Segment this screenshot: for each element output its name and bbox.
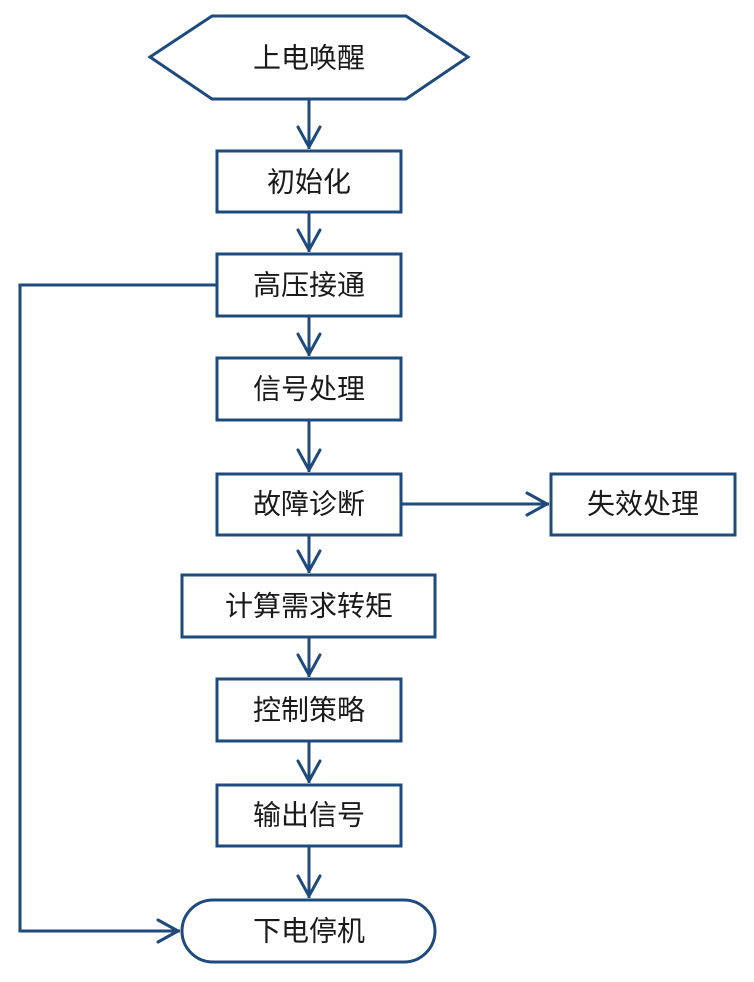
- terminal-shape: [180, 898, 437, 964]
- hexagon-shape: [147, 14, 471, 101]
- node-control-strategy: 控制策略: [215, 677, 403, 743]
- node-label: 输出信号: [253, 799, 365, 832]
- arrowhead-poweroff: [296, 874, 322, 898]
- node-label: 上电唤醒: [253, 42, 365, 75]
- arrowhead-init: [296, 125, 322, 149]
- node-hv-connect: 高压接通: [215, 252, 403, 318]
- process-box: [215, 472, 403, 537]
- node-label: 控制策略: [253, 694, 365, 727]
- node-label: 初始化: [267, 166, 351, 199]
- process-box: [180, 573, 437, 639]
- arrowhead-hv: [296, 228, 322, 252]
- node-power-on: 上电唤醒: [147, 14, 471, 101]
- node-torque-calc: 计算需求转矩: [180, 573, 437, 639]
- node-init: 初始化: [215, 149, 403, 214]
- process-box: [215, 677, 403, 743]
- node-label: 高压接通: [253, 269, 365, 302]
- arrow-hv-loop-poweroff: [18, 283, 217, 933]
- arrowhead-control: [296, 653, 322, 677]
- node-label: 计算需求转矩: [225, 590, 393, 623]
- node-label: 下电停机: [253, 915, 365, 948]
- process-box: [215, 356, 403, 422]
- arrowhead-failure: [525, 491, 549, 517]
- node-failure-handle: 失效处理: [549, 472, 737, 537]
- process-box: [215, 252, 403, 318]
- process-box: [215, 783, 403, 848]
- process-box: [549, 472, 737, 537]
- process-box: [215, 149, 403, 214]
- node-fault-diag: 故障诊断: [215, 472, 403, 537]
- arrowhead-fault: [296, 448, 322, 472]
- arrowhead-output: [296, 759, 322, 783]
- connectors: [18, 99, 549, 944]
- node-power-off: 下电停机: [180, 898, 437, 964]
- node-label: 信号处理: [253, 373, 365, 406]
- node-signal-proc: 信号处理: [215, 356, 403, 422]
- node-output-signal: 输出信号: [215, 783, 403, 848]
- arrowhead-signal: [296, 332, 322, 356]
- arrowhead-torque: [296, 549, 322, 573]
- node-label: 故障诊断: [253, 488, 365, 521]
- arrowhead-loop: [156, 918, 180, 944]
- node-label: 失效处理: [587, 488, 699, 521]
